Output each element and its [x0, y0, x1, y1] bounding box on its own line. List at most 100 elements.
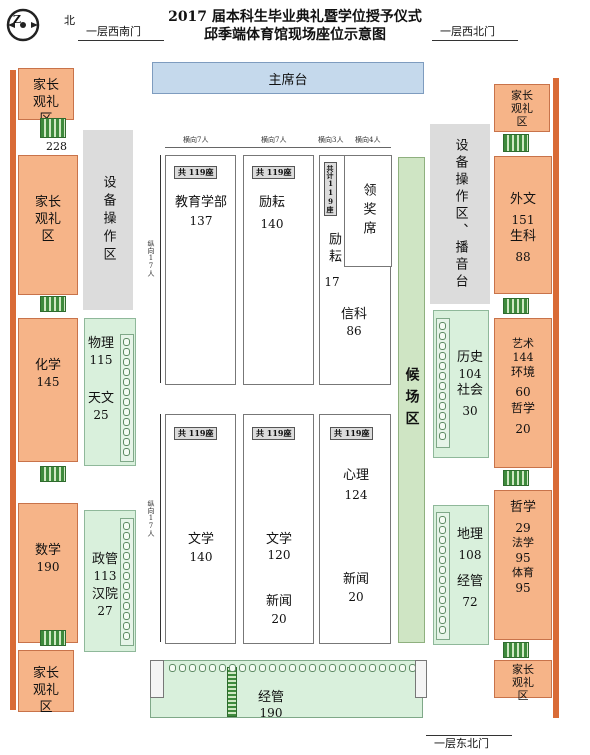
right-wall	[553, 78, 559, 718]
right-stair-1	[503, 134, 529, 152]
chair-icon	[279, 664, 286, 672]
chair-icon	[439, 332, 446, 340]
right-stair-2	[503, 298, 529, 314]
row-width-label-4: 横向4人	[355, 136, 381, 144]
depth-label-2: 纵向17人	[147, 500, 155, 537]
block-chemistry-label: 化学	[34, 358, 61, 373]
block-history-count: 104	[458, 367, 482, 381]
chair-icon	[123, 428, 130, 436]
chair-icon	[439, 546, 446, 554]
block-education-count: 137	[189, 214, 213, 228]
block-history-label: 历史	[456, 350, 483, 365]
block-art-label: 艺术	[512, 337, 534, 350]
block-foreign-count: 151	[511, 213, 535, 227]
bottom-economics-count: 190	[259, 706, 283, 720]
chair-icon	[249, 664, 256, 672]
chair-icon	[439, 516, 446, 524]
chair-icon	[123, 388, 130, 396]
block-biology-count: 88	[515, 250, 531, 264]
gate-northeast: 一层东北门	[434, 737, 489, 750]
left-stair-3	[40, 466, 66, 482]
block-economics-r-count: 72	[462, 595, 478, 609]
block-journalism-1-label: 新闻	[265, 594, 292, 609]
block-xinke-label: 信科	[340, 307, 367, 322]
chair-icon	[439, 422, 446, 430]
block-foreign-label: 外文	[509, 192, 536, 207]
block-philosophy-2-label: 哲学	[509, 500, 536, 515]
chair-icon	[439, 536, 446, 544]
left-equipment-label: 设备操作区	[100, 175, 116, 265]
compass-icon	[4, 6, 42, 44]
chair-icon	[299, 664, 306, 672]
chair-icon	[309, 664, 316, 672]
bottom-left-door	[150, 660, 164, 698]
chair-icon	[439, 362, 446, 370]
chair-icon	[169, 664, 176, 672]
block-pe-count: 95	[515, 581, 531, 595]
block-journalism-2-label: 新闻	[342, 572, 369, 587]
chair-icon	[123, 418, 130, 426]
chair-icon	[123, 622, 130, 630]
block-literature-2-count: 120	[267, 548, 291, 562]
block-philosophy-1-count: 20	[515, 422, 531, 436]
block-physics-label: 物理	[87, 336, 114, 351]
chair-icon	[123, 532, 130, 540]
chair-icon	[123, 552, 130, 560]
block-education: 共 119座 教育学部 137	[165, 155, 236, 385]
block-politics-label: 政管	[91, 552, 118, 567]
chair-icon	[123, 632, 130, 640]
chair-icon	[439, 382, 446, 390]
block-literature-1: 共 119座 文学 140	[165, 414, 236, 644]
block-sociology-label: 社会	[456, 383, 483, 398]
block-psychology-label: 心理	[342, 468, 369, 483]
block-law-label: 法学	[512, 536, 534, 549]
chair-icon	[259, 664, 266, 672]
chair-icon	[439, 372, 446, 380]
chair-icon	[269, 664, 276, 672]
row-width-label-3: 横向3人	[318, 136, 344, 144]
block-environment-label: 环境	[510, 365, 535, 379]
block-journalism-1-count: 20	[271, 612, 287, 626]
block-journalism-2-count: 20	[348, 590, 364, 604]
chair-icon	[439, 626, 446, 634]
chair-icon	[123, 612, 130, 620]
chair-icon	[123, 338, 130, 346]
seat-badge-liyun: 共 119座	[252, 166, 296, 179]
chair-icon	[379, 664, 386, 672]
left-parents-count: 228	[46, 140, 67, 153]
compass-north-label: 北	[64, 14, 75, 27]
chair-icon	[439, 556, 446, 564]
chair-icon	[359, 664, 366, 672]
depth-line-1	[160, 155, 161, 383]
chair-icon	[339, 664, 346, 672]
block-math: 数学 190	[18, 503, 78, 643]
chair-icon	[199, 664, 206, 672]
chair-icon	[439, 596, 446, 604]
stage-platform: 主席台	[152, 62, 424, 94]
left-stair-1	[40, 118, 66, 138]
chair-icon	[123, 408, 130, 416]
right-chair-rail-2	[436, 512, 450, 640]
block-liyun-small-label: 励耘	[326, 232, 341, 266]
block-liyun-label: 励耘	[258, 195, 285, 210]
block-philosophy-law-pe: 哲学 29 法学 95 体育 95	[494, 490, 552, 640]
gate-northwest-line	[432, 40, 518, 41]
block-geography-label: 地理	[456, 527, 483, 542]
seat-badge-literature-1: 共 119座	[174, 427, 218, 440]
bottom-economics-label: 经管	[257, 690, 284, 705]
block-biology-label: 生科	[509, 229, 536, 244]
chair-icon	[319, 664, 326, 672]
left-parents-bottom-label: 家长观礼区	[32, 666, 59, 715]
chair-icon	[439, 616, 446, 624]
chair-icon	[123, 448, 130, 456]
stage-label: 主席台	[268, 72, 308, 88]
chair-icon	[189, 664, 196, 672]
chair-icon	[229, 664, 236, 672]
left-chair-rail-1	[120, 334, 134, 462]
block-sociology-count: 30	[462, 404, 478, 418]
chair-icon	[123, 438, 130, 446]
chair-icon	[123, 542, 130, 550]
right-stair-3	[503, 470, 529, 486]
block-liyun-count: 140	[260, 217, 284, 231]
block-literature-2-label: 文学	[265, 532, 292, 547]
